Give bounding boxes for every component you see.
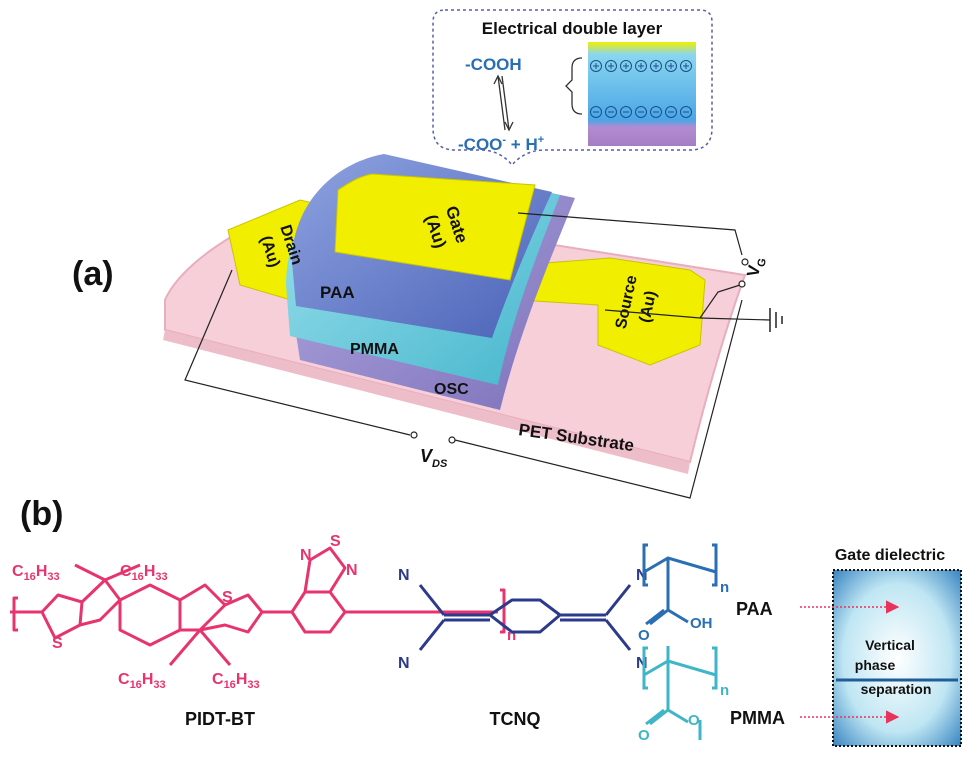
edl-ion-0-5 xyxy=(665,60,677,72)
pidt-n-2: N xyxy=(346,562,358,579)
edl-ion-0-3 xyxy=(635,60,647,72)
svg-text:C16H33: C16H33 xyxy=(212,671,260,691)
tcnq-nitrogen-labels: N N N N xyxy=(398,567,648,672)
svg-text:C16H33: C16H33 xyxy=(120,563,168,583)
pet-substrate-edge xyxy=(163,330,690,474)
panel-a-label: (a) xyxy=(72,255,114,293)
pidt-bt-name: PIDT-BT xyxy=(185,709,255,729)
vds-terminal-left xyxy=(410,431,418,439)
pidt-bt-substituents: C16H33 C16H33 C16H33 C16H33 S S S N N n xyxy=(12,533,516,691)
edl-h-label: H xyxy=(525,135,537,154)
vg-terminal-bottom xyxy=(738,280,746,288)
edl-ion-1-1 xyxy=(605,106,617,118)
paa-name: PAA xyxy=(736,599,773,619)
paa-chem-structure xyxy=(642,543,718,626)
gate-electrode xyxy=(334,173,536,281)
pmma-chem-structure xyxy=(642,646,718,740)
vg-subscript: G xyxy=(755,257,769,268)
tcnq-structure xyxy=(418,584,632,651)
edl-ion-0-2 xyxy=(620,60,632,72)
edl-ion-1-5 xyxy=(665,106,677,118)
edl-box xyxy=(588,42,696,146)
equilibrium-arrows xyxy=(493,74,514,132)
ground-symbol xyxy=(769,308,783,332)
source-electrode xyxy=(519,257,706,366)
edl-ion-0-1 xyxy=(605,60,617,72)
ground-wire xyxy=(699,317,771,321)
paa-chem-labels: n O OH xyxy=(638,579,729,644)
vds-terminal-right xyxy=(448,436,456,444)
edl-h-sup: + xyxy=(538,134,544,146)
svg-text:-COO- + H+: -COO- + H+ xyxy=(458,134,544,154)
dielectric-line-1: Vertical xyxy=(865,637,915,653)
dielectric-line-2: phase xyxy=(855,657,896,673)
circuit-wires xyxy=(184,212,771,499)
edl-ion-1-2 xyxy=(620,106,632,118)
edl-plus: + xyxy=(506,135,525,154)
source-material-label: (Au) xyxy=(637,289,660,324)
vds-label: V xyxy=(420,446,434,466)
pidt-n-1: N xyxy=(300,547,312,564)
svg-text:VDS: VDS xyxy=(420,446,448,470)
paa-layer-label: PAA xyxy=(320,283,355,302)
paa-chem-o: O xyxy=(638,627,650,644)
edl-ion-1-6 xyxy=(680,106,692,118)
dielectric-line-3: separation xyxy=(861,681,932,697)
edl-ion-0-4 xyxy=(650,60,662,72)
pidt-s-1: S xyxy=(52,635,63,652)
pmma-chem-labels: n O O xyxy=(638,682,729,744)
pmma-chem-o-1: O xyxy=(638,727,650,744)
tcnq-n-2: N xyxy=(398,655,410,672)
pidt-c-2: C xyxy=(120,563,132,580)
edl-bracket xyxy=(565,57,583,115)
vds-subscript: DS xyxy=(432,458,448,470)
panel-b-label: (b) xyxy=(20,495,63,533)
edl-coo-sup: - xyxy=(502,134,506,146)
pmma-layer-label: PMMA xyxy=(350,341,399,358)
gate-dielectric-title: Gate dielectric xyxy=(835,547,945,564)
tcnq-name: TCNQ xyxy=(490,709,541,729)
edl-ion-0-6 xyxy=(680,60,692,72)
osc-layer-label: OSC xyxy=(434,381,469,398)
gate-wire xyxy=(517,212,743,256)
drain-wire xyxy=(184,269,411,436)
gate-dielectric-box xyxy=(832,569,962,747)
svg-text:C16H33: C16H33 xyxy=(12,563,60,583)
paa-chem-oh: OH xyxy=(690,615,713,632)
pmma-chem-o-2: O xyxy=(688,712,700,729)
edl-ions xyxy=(590,60,692,118)
vg-label: V xyxy=(743,263,764,279)
pidt-c-1: C xyxy=(12,563,24,580)
edl-cooh-label: -COOH xyxy=(465,55,522,74)
edl-ion-1-4 xyxy=(650,106,662,118)
pidt-s-3: S xyxy=(330,533,341,550)
svg-text:C16H33: C16H33 xyxy=(118,671,166,691)
svg-text:VG: VG xyxy=(743,255,769,279)
pidt-repeat-n: n xyxy=(507,627,516,644)
source-wire xyxy=(604,284,741,319)
pmma-name: PMMA xyxy=(730,708,785,728)
edl-title: Electrical double layer xyxy=(482,19,663,38)
pidt-bt-structure xyxy=(10,546,506,666)
vds-return-wire xyxy=(454,299,743,499)
pidt-c-4: C xyxy=(212,671,224,688)
pidt-s-2: S xyxy=(222,589,233,606)
pidt-c-3: C xyxy=(118,671,130,688)
pmma-chem-repeat: n xyxy=(720,682,729,699)
edl-coo-label: -COO xyxy=(458,135,502,154)
edl-ion-1-0 xyxy=(590,106,602,118)
paa-chem-repeat: n xyxy=(720,579,729,596)
vg-terminal-top xyxy=(741,258,749,266)
edl-ion-1-3 xyxy=(635,106,647,118)
tcnq-n-4: N xyxy=(636,655,648,672)
tcnq-n-3: N xyxy=(636,567,648,584)
edl-ion-0-0 xyxy=(590,60,602,72)
tcnq-n-1: N xyxy=(398,567,410,584)
